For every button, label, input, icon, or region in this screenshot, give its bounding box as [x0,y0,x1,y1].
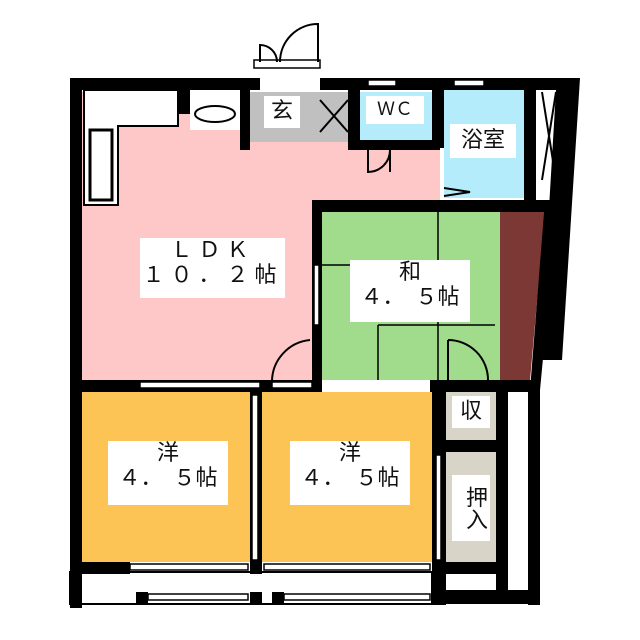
genkan-label: 玄 [264,96,300,128]
ldk-size: １０．２帖 [142,263,283,289]
ldk-name: ＬＤＫ [170,238,255,263]
doors [259,22,557,383]
wc-label: ＷＣ [366,96,424,124]
yo2-name: 洋 [338,441,361,466]
bath-label: 浴室 [450,124,516,158]
washitsu-size: ４． ５帖 [360,285,460,311]
yo1-size: ４． ５帖 [118,466,218,492]
yo1-label: 洋 ４． ５帖 [108,441,228,505]
washbasin [194,105,236,123]
yo1-name: 洋 [156,441,179,466]
storage-label: 収 [452,396,490,428]
side-balcony [508,392,528,590]
balcony [69,571,433,605]
washitsu-label: 和 ４． ５帖 [350,260,470,322]
ldk-label: ＬＤＫ １０．２帖 [140,238,285,298]
windows [129,59,485,601]
tokonoma [500,212,545,380]
closet-label: 押入 [452,475,490,541]
washitsu-name: 和 [398,260,421,285]
sink [88,128,114,202]
yo2-label: 洋 ４． ５帖 [290,441,410,505]
yo2-size: ４． ５帖 [300,466,400,492]
